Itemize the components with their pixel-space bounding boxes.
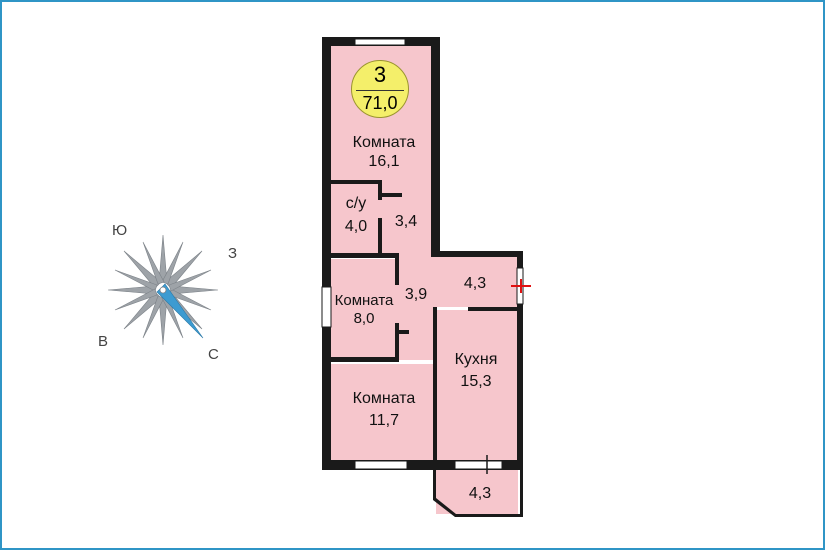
bathroom-area: 4,0 [344, 218, 368, 235]
wall-kitchen-left [433, 307, 437, 462]
kitchen-area: 15,3 [460, 373, 492, 390]
compass-label-west: З [228, 245, 238, 262]
compass-rays [107, 234, 219, 346]
wall-bath-right-b [378, 218, 382, 255]
compass-label-east: В [98, 333, 109, 350]
wall-left [322, 37, 331, 470]
rooms-count: 3 [373, 62, 387, 87]
window-bottom-left [354, 460, 408, 470]
badge-divider [356, 90, 404, 91]
room-small-area: 8,0 [353, 310, 375, 327]
wall-small-top [331, 253, 399, 258]
balcony-label: 4,3 [469, 484, 491, 503]
room-top-name: Комната [352, 134, 416, 151]
bathroom-label: с/у 4,0 [345, 194, 367, 236]
fill-hall [395, 255, 435, 360]
corridor-upper-area: 3,4 [394, 213, 418, 230]
wall-hall-top [431, 251, 523, 257]
fill-balcony [436, 470, 518, 514]
balcony-area: 4,3 [468, 485, 492, 502]
bathroom-name: с/у [345, 195, 367, 212]
room-small-label: Комната 8,0 [335, 292, 394, 328]
compass-center [159, 286, 167, 294]
total-area: 71,0 [362, 93, 398, 113]
room-fills [330, 45, 518, 514]
kitchen-label: Кухня 15,3 [455, 350, 498, 391]
room-bottom-name: Комната [352, 390, 416, 407]
room-top-label: Комната 16,1 [353, 133, 416, 171]
wall-bath-stub [378, 193, 402, 197]
apartment-badge: 3 71,0 [351, 60, 409, 118]
room-bottom-label: Комната 11,7 [353, 389, 416, 430]
hall-right-area: 4,3 [463, 275, 487, 292]
wall-bath-top [331, 180, 381, 184]
wall-right [517, 251, 523, 468]
window-bottom-right [454, 460, 503, 470]
compass-rose [107, 234, 219, 346]
corridor-upper-label: 3,4 [395, 212, 417, 231]
fill-hall-right [433, 257, 518, 307]
wall-small-stub [395, 330, 409, 334]
fill-room-bottom [330, 364, 433, 461]
room-bottom-area: 11,7 [369, 412, 399, 429]
wall-kitchen-top [468, 307, 518, 311]
compass-label-south-west: Ю [112, 222, 128, 239]
fill-room-small [330, 259, 395, 360]
window-left [321, 286, 332, 328]
wall-right-upper [431, 37, 440, 255]
wall-small-right-b [395, 323, 399, 360]
hall-area: 3,9 [404, 286, 428, 303]
compass-label-north: С [208, 346, 219, 363]
hall-label: 3,9 [405, 285, 427, 304]
hall-right-label: 4,3 [464, 274, 486, 293]
room-top-area: 16,1 [368, 153, 400, 170]
wall-small-bottom [331, 357, 399, 362]
wall-bath-right-a [378, 180, 382, 200]
room-small-name: Комната [334, 292, 394, 309]
wall-small-right-a [395, 253, 399, 285]
windows [321, 38, 531, 474]
window-top [354, 38, 406, 46]
fill-kitchen [437, 310, 518, 460]
kitchen-name: Кухня [454, 351, 498, 368]
wall-bottom [322, 460, 523, 470]
